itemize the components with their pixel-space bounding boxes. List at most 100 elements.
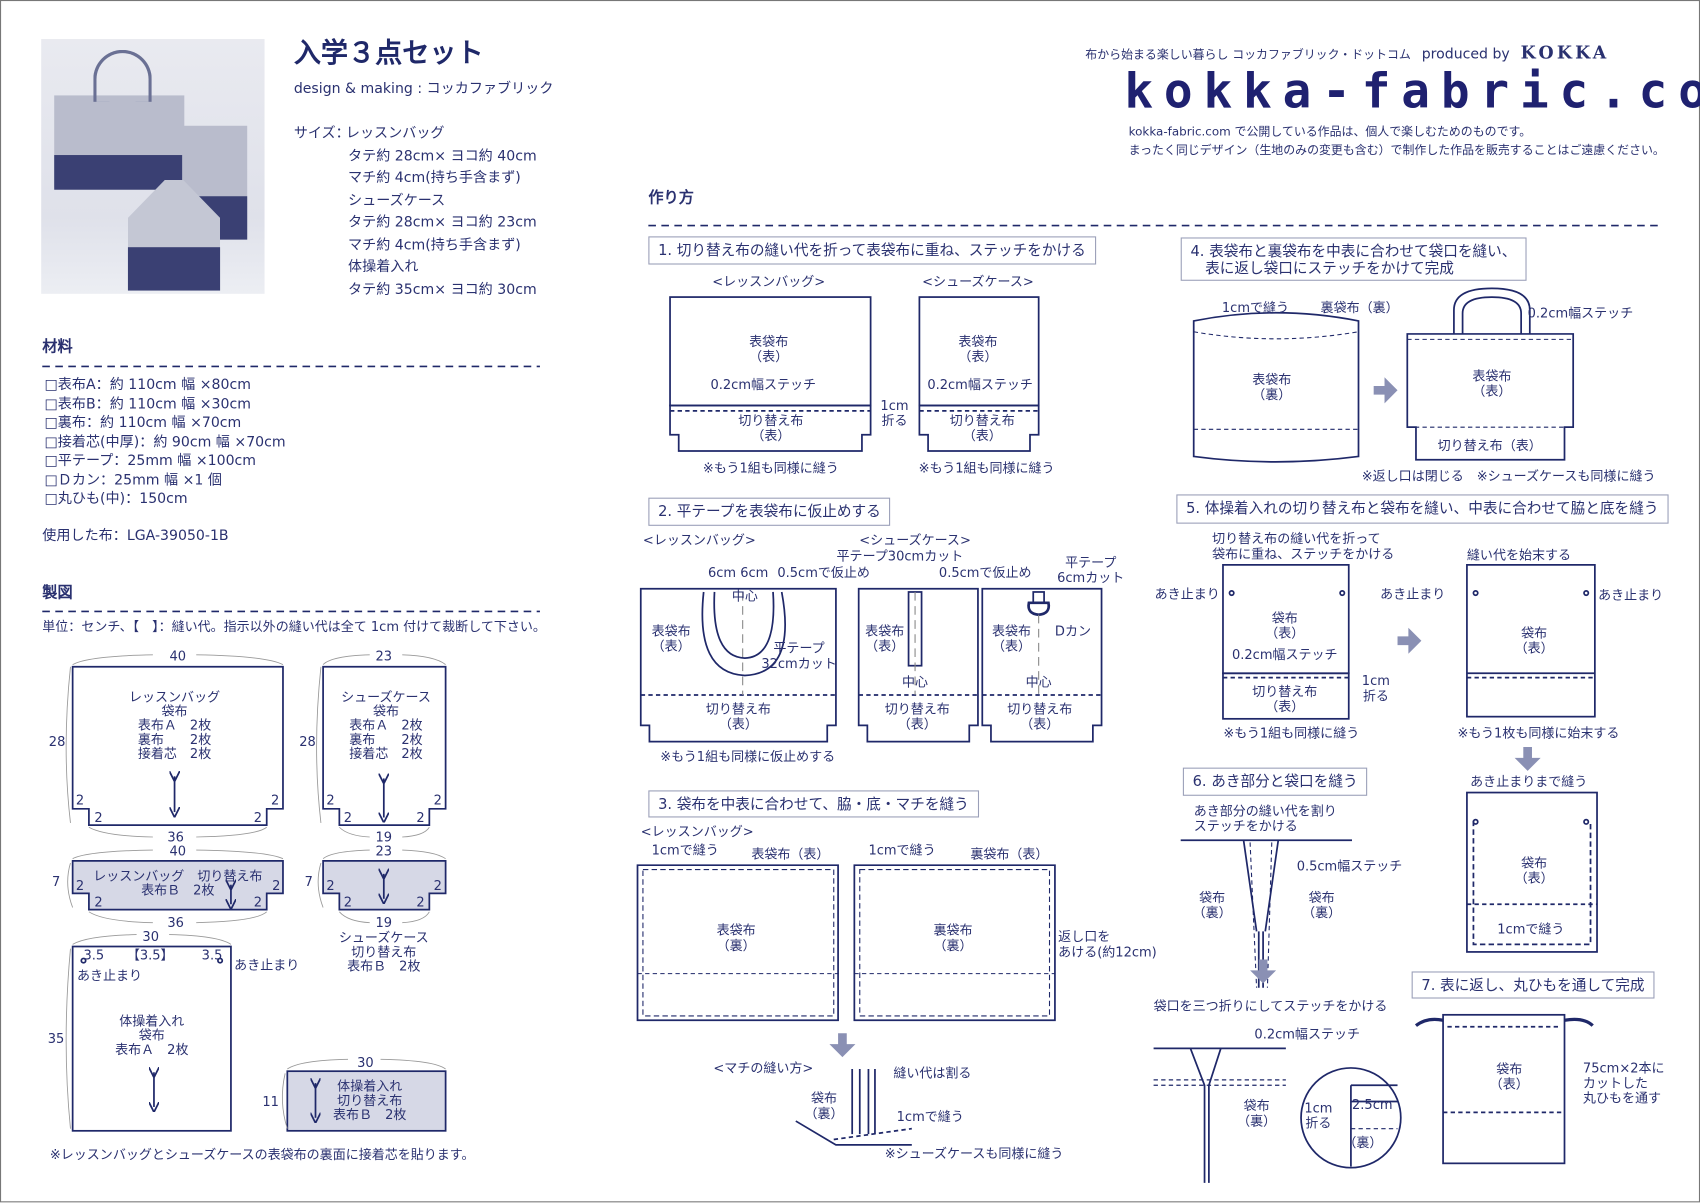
- instruction: あき部分の縫い代を割り ステッチをかける: [1193, 803, 1337, 834]
- label: 1cm 折る: [1361, 673, 1390, 704]
- label: 6cm 6cm: [707, 564, 769, 581]
- size-label: サイズ：: [293, 125, 350, 143]
- label: 0.2cm幅ステッチ: [1527, 305, 1634, 321]
- dimension: 2: [253, 809, 262, 826]
- pattern-piece-lesson-switch: [71, 859, 284, 911]
- instruction: 袋口を三つ折りにしてステッチをかける: [1153, 998, 1388, 1014]
- label: あき止まり: [1154, 586, 1220, 602]
- dimension: 2: [253, 894, 262, 910]
- material-item: □平テープ：25mm 幅 ×100cm: [44, 453, 257, 470]
- material-item: □裏布：約 110cm 幅 ×70cm: [44, 415, 242, 432]
- dimension: 2: [326, 878, 335, 894]
- step5-left-diagram: [1222, 564, 1350, 720]
- dimension: 40: [169, 648, 187, 664]
- notice-line: kokka-fabric.com で公開している作品は、個人で楽しむためのもので…: [1128, 124, 1532, 139]
- label: 中心: [1025, 674, 1052, 690]
- label: 0.2cm幅ステッチ: [927, 377, 1033, 393]
- material-item: □表布B：約 110cm 幅 ×30cm: [44, 396, 251, 413]
- label: 切り替え布 （表）: [1252, 684, 1318, 715]
- piece-label: レッスンバッグ 切り替え布 表布Ｂ 2枚: [93, 868, 263, 898]
- product-photo: [41, 39, 265, 294]
- label: あき止まりまで縫う: [1470, 774, 1588, 790]
- dimension: 2: [343, 894, 352, 910]
- size-line: シューズケース: [348, 192, 446, 209]
- label: 1cmで縫う: [1221, 300, 1290, 316]
- note: ※もう1組も同様に仮止めする: [660, 749, 836, 765]
- pattern-note: 単位：センチ、【 】：縫い代。指示以外の縫い代は全て 1cm 付けて裁断して下さ…: [42, 619, 546, 635]
- size-line: タテ約 35cm× ヨコ約 30cm: [348, 281, 537, 298]
- diagram-caption: <シューズケース>: [859, 532, 971, 548]
- step6-title: 6. あき部分と袋口を縫う: [1182, 767, 1368, 796]
- dimension: 2: [94, 894, 103, 910]
- step5-sewn-diagram: [1466, 791, 1598, 953]
- label: 表袋布 （表）: [749, 333, 789, 365]
- material-item: □接着芯(中厚)：約 90cm 幅 ×70cm: [44, 434, 286, 451]
- site-logo: kokka-fabric.com: [1124, 63, 1700, 120]
- size-line: タテ約 28cm× ヨコ約 23cm: [348, 214, 537, 231]
- step3-gusset-diagram: [795, 1069, 912, 1146]
- note: ※もう1組も同様に縫う: [702, 460, 839, 476]
- label: 1cm 折る: [880, 397, 909, 429]
- label: 袋布 （裏）: [804, 1090, 844, 1122]
- dimension: 19: [375, 915, 393, 931]
- label: 袋布 （表）: [1514, 625, 1554, 656]
- dimension: 2: [94, 809, 103, 826]
- instruction: 切り替え布の縫い代を折って 袋布に重ね、ステッチをかける: [1212, 531, 1395, 562]
- step5-title: 5. 体操着入れの切り替え布と袋布を縫い、中表に合わせて脇と底を縫う: [1176, 494, 1669, 524]
- label: Dカン: [1054, 623, 1091, 639]
- label: 0.2cm幅ステッチ: [1254, 1026, 1360, 1042]
- material-item: □Ｄカン：25mm 幅 ×1 個: [44, 472, 222, 489]
- material-item: □丸ひも(中)：150cm: [44, 491, 188, 508]
- dimension: 35: [47, 1031, 65, 1047]
- label: 切り替え布（表）: [1437, 438, 1542, 454]
- arrow-down-icon: [829, 1033, 856, 1058]
- label: 袋布 （表）: [1514, 855, 1554, 886]
- label: 縫い代は割る: [893, 1065, 972, 1081]
- brand-line: 布から始まる楽しい暮らし コッカファブリック・ドットコム produced by…: [1085, 42, 1609, 63]
- step2-shoes-tape-diagram: [857, 587, 979, 743]
- credit: design & making : コッカファブリック: [293, 81, 554, 98]
- label: 1cmで縫う: [868, 842, 936, 858]
- arrow-down-icon: [1250, 959, 1277, 984]
- dimension: 2: [326, 792, 335, 808]
- steps-heading: 作り方: [648, 189, 694, 208]
- size-line: タテ約 28cm× ヨコ約 40cm: [348, 147, 537, 165]
- label: 縫い代を始末する: [1466, 547, 1572, 563]
- step2-title: 2. 平テープを表袋布に仮止めする: [648, 497, 891, 526]
- dimension: 2: [433, 792, 442, 808]
- step3-lining-diagram: [853, 864, 1056, 1022]
- step2-lesson-diagram: [639, 587, 837, 743]
- dimension: 3.5: [201, 947, 223, 963]
- step4-finished-diagram: [1406, 287, 1575, 461]
- label: 袋布 （裏）: [1237, 1098, 1277, 1129]
- dimension: 23: [375, 648, 393, 664]
- label: 0.2cm幅ステッチ: [1231, 647, 1338, 663]
- dimension: 36: [167, 915, 184, 931]
- step1-shoes-diagram: [918, 296, 1040, 452]
- diagram-caption: <シューズケース>: [922, 274, 1034, 290]
- label: 表袋布 （表）: [1472, 368, 1512, 399]
- label: 袋布 （表）: [1489, 1061, 1529, 1092]
- arrow-right-icon: [1397, 627, 1422, 654]
- size-line: レッスンバッグ: [345, 125, 445, 143]
- dimension: 28: [299, 734, 316, 750]
- dimension: 2: [272, 878, 281, 894]
- label: 袋布 （裏）: [1192, 890, 1232, 921]
- step4-title: 4. 表袋布と裏袋布を中表に合わせて袋口を縫い、 表に返し袋口にステッチをかけて…: [1180, 237, 1527, 281]
- label: 表袋布 （裏）: [1252, 371, 1292, 403]
- fabric-used: 使用した布：LGA-39050-1B: [42, 528, 229, 545]
- dimension: 2: [271, 792, 280, 808]
- step7-finished-diagram: [1414, 1013, 1594, 1165]
- piece-label: シューズケース 袋布 表布Ａ 2枚 裏布 2枚 接着芯 2枚: [341, 689, 431, 762]
- step6-hem-diagram: [1153, 1047, 1402, 1183]
- label: 切り替え布 （表）: [1007, 701, 1073, 732]
- flow-arrows: [829, 377, 1541, 1058]
- diagram-caption: <レッスンバッグ>: [640, 823, 754, 840]
- produced-by: produced by: [1421, 46, 1510, 63]
- dimension: 2: [75, 878, 85, 894]
- label: 裏袋布（裏）: [1320, 300, 1399, 316]
- dimension: 30: [357, 1054, 374, 1071]
- opening-stop-label: あき止まり: [234, 957, 300, 973]
- label: 平テープ30cmカット: [836, 548, 964, 564]
- label: 表袋布 （裏）: [716, 922, 756, 954]
